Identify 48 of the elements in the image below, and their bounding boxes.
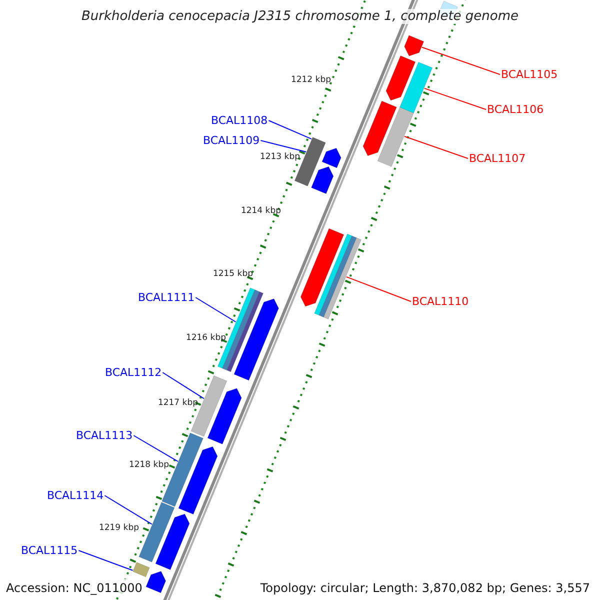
gene-bar: [178, 446, 218, 515]
gene-bar: [404, 35, 424, 56]
gene-label: BCAL1110: [412, 295, 469, 308]
gene-label: BCAL1113: [76, 429, 133, 442]
gene-label: BCAL1105: [501, 68, 558, 81]
gene-label: BCAL1115: [21, 544, 78, 557]
leader-line: [346, 276, 412, 302]
leader-line: [404, 136, 468, 159]
gene-label: BCAL1114: [47, 489, 104, 502]
leader-line: [268, 120, 312, 140]
gene-label: BCAL1112: [105, 366, 162, 379]
position-label: 1218 kbp: [128, 460, 169, 470]
leader-line: [195, 297, 236, 322]
gene-bar: [132, 562, 150, 578]
gene-label: BCAL1111: [138, 291, 195, 304]
position-label: 1213 kbp: [260, 152, 300, 162]
gene-label: BCAL1108: [211, 114, 268, 127]
position-label: 1219 kbp: [98, 523, 139, 533]
gene-bar: [314, 234, 362, 320]
gene-label: BCAL1107: [469, 152, 526, 165]
position-label: 1214 kbp: [240, 206, 281, 216]
gene-bar: [386, 55, 416, 101]
leader-line: [78, 550, 134, 571]
leader-line: [162, 372, 204, 400]
gene-label: BCAL1106: [487, 103, 544, 116]
gene-bar: [207, 388, 242, 444]
gene-label: BCAL1109: [203, 134, 260, 147]
gene-bar: [400, 62, 433, 114]
leader-line: [133, 435, 178, 462]
gene-bar: [322, 148, 342, 168]
gene-bar: [146, 571, 166, 594]
title: Burkholderia cenocepacia J2315 chromosome 1, complete genome: [81, 9, 519, 24]
leader-line: [260, 140, 307, 152]
gene-bar: [138, 502, 175, 562]
leader-line: [421, 46, 500, 75]
gene-bar: [362, 100, 397, 156]
position-label: 1212 kbp: [290, 75, 331, 85]
gene-bar: [234, 298, 279, 381]
leader-line: [104, 495, 152, 525]
gene-bar: [300, 228, 344, 307]
footer-text: Accession: NC_011000: [4, 579, 144, 597]
position-label: 1216 kbp: [186, 333, 226, 343]
position-label: 1215 kbp: [212, 269, 253, 279]
gene-bar: [155, 514, 190, 570]
leader-line: [424, 88, 486, 110]
gene-bar: [377, 107, 414, 167]
gene-bar: [311, 166, 334, 194]
position-label: 1217 kbp: [158, 398, 198, 408]
